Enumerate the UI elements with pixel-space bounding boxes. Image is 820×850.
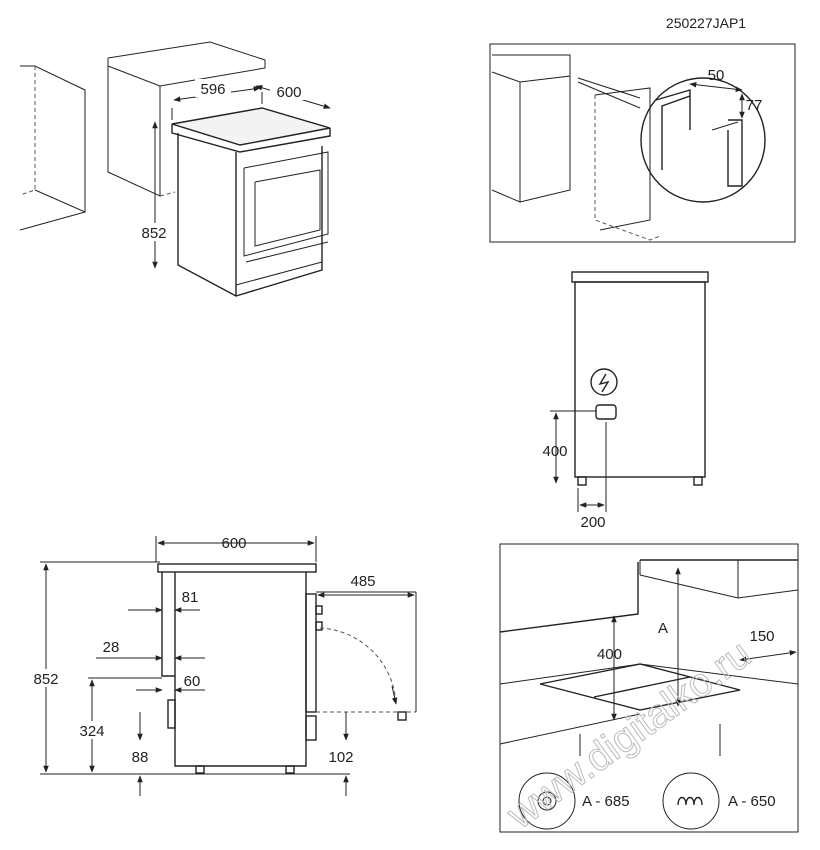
document-code: 250227JAP1: [666, 15, 746, 31]
panel-anti-tilt: [489, 43, 796, 243]
hob-induction-label: A - 685: [582, 793, 630, 810]
dim-width-596: 596: [200, 81, 225, 98]
dim-88: 88: [132, 749, 149, 766]
dim-section-width-600: 600: [221, 535, 246, 552]
panel-rear-connection: [550, 271, 709, 512]
panel-side-section: [28, 536, 417, 796]
dim-bracket-77: 77: [746, 97, 763, 114]
panel-hood-clearance: [499, 543, 799, 833]
dim-total-height-852: 852: [33, 671, 58, 688]
dim-door-485: 485: [350, 573, 375, 590]
dim-102: 102: [328, 749, 353, 766]
dim-label-a: A: [658, 620, 668, 637]
dim-324: 324: [79, 723, 104, 740]
dim-81: 81: [182, 589, 199, 606]
dim-hood-400: 400: [597, 646, 622, 663]
dim-bracket-50: 50: [708, 67, 725, 84]
dim-28: 28: [103, 639, 120, 656]
dim-depth-600: 600: [276, 84, 301, 101]
dim-socket-height-400: 400: [542, 443, 567, 460]
dim-height-852: 852: [141, 225, 166, 242]
hob-ceramic-label: A - 650: [728, 793, 776, 810]
panel-cooker-perspective: [19, 41, 331, 297]
dim-60: 60: [184, 673, 201, 690]
dim-socket-offset-200: 200: [580, 514, 605, 531]
dim-150: 150: [749, 628, 774, 645]
